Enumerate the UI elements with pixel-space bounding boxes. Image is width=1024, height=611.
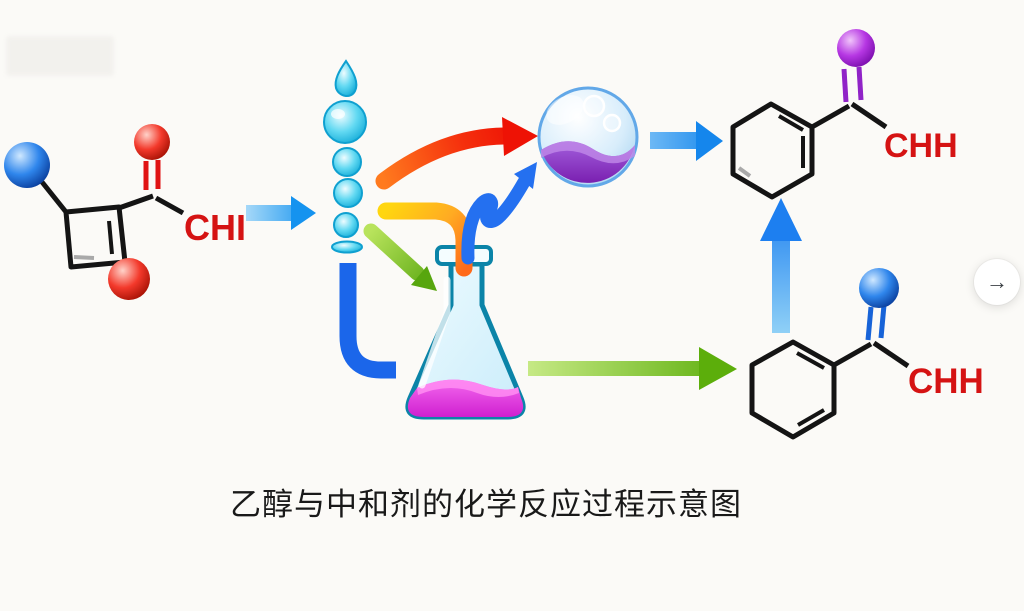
bond: [832, 341, 873, 368]
arrow-blue-wavy-flask-to-sphere: [461, 162, 537, 265]
arrow-head: [696, 121, 723, 161]
watermark: [6, 36, 114, 76]
flask-liquid-surface: [417, 379, 519, 397]
benzene-ring: [730, 101, 815, 200]
flask-glass-highlight: [418, 276, 451, 389]
arrow-sphere-to-product: [650, 121, 723, 161]
red-atom-sphere: [108, 258, 150, 300]
arrow-green-into-flask: [363, 223, 437, 291]
bubble: [602, 113, 622, 133]
arrow-head: [760, 198, 802, 241]
bond: [872, 340, 910, 369]
arrow-head: [291, 196, 316, 230]
arrow-shaft: [375, 127, 513, 190]
partial-bond-gray: [737, 166, 752, 178]
blue-atom-sphere: [859, 268, 899, 308]
product-top-formula-label: CHH: [884, 127, 958, 165]
bond: [118, 193, 154, 211]
droplet-icon: [333, 178, 363, 208]
droplet-icon: [323, 100, 367, 144]
product-bottom-molecule: CHH: [749, 268, 984, 440]
blue-atom-sphere: [4, 142, 50, 188]
arrow-shaft: [363, 223, 425, 281]
flask-icon: [405, 245, 526, 420]
arrow-reactant-to-droplets: [246, 196, 316, 230]
arrow-shaft: [528, 361, 700, 376]
double-bond-inner: [797, 408, 825, 427]
arrow-droplets-to-flask-blue: [339, 263, 396, 379]
arrow-shaft: [650, 132, 697, 149]
droplet-column-icon: [323, 59, 367, 254]
sphere-liquid-wave: [541, 141, 635, 164]
droplet-highlight: [331, 109, 345, 119]
red-atom-sphere: [134, 124, 170, 160]
arrow-head: [514, 162, 537, 189]
bubble: [582, 94, 606, 118]
sphere-liquid-purple: [541, 141, 635, 183]
bond: [154, 195, 185, 216]
droplet-icon: [333, 212, 359, 238]
double-bond-inner: [796, 351, 825, 370]
droplet-teardrop-icon: [334, 59, 358, 97]
arrow-shaft: [461, 175, 531, 265]
double-bond-inner: [777, 114, 805, 132]
arrow-head: [699, 347, 737, 390]
arrow-bottom-to-top-product: [760, 198, 802, 333]
bond: [40, 180, 68, 214]
caption: 乙醇与中和剂的化学反应过程示意图: [230, 487, 742, 522]
product-bottom-formula-label: CHH: [908, 362, 984, 401]
mixture-sphere-icon: [537, 86, 639, 188]
droplet-icon: [332, 147, 362, 177]
double-bond-inner: [107, 220, 114, 255]
sphere-highlight: [546, 95, 584, 125]
vinyl-double-bond-purple: [841, 68, 849, 103]
arrow-head: [502, 117, 538, 156]
partial-bond-gray: [73, 255, 95, 260]
reactant-molecule: CHI: [4, 124, 246, 300]
bond: [810, 103, 851, 130]
arrow-red-to-sphere: [375, 117, 538, 190]
next-button[interactable]: →: [974, 259, 1020, 305]
bond: [850, 101, 888, 130]
vinyl-double-bond-blue: [865, 306, 874, 341]
arrow-shaft: [246, 205, 291, 221]
arrow-flask-to-product: [528, 347, 737, 390]
product-top-molecule: CHH: [730, 29, 958, 200]
right-arrow-icon: →: [986, 269, 1008, 294]
purple-atom-sphere: [837, 29, 875, 67]
droplet-icon: [331, 240, 363, 254]
cyclohexene-ring: [749, 339, 837, 440]
arrow-head: [411, 266, 437, 291]
reactant-formula-label: CHI: [184, 207, 246, 248]
arrow-shaft: [772, 238, 790, 333]
vinyl-double-bond-blue: [878, 304, 887, 339]
vinyl-double-bond-purple: [856, 66, 864, 101]
